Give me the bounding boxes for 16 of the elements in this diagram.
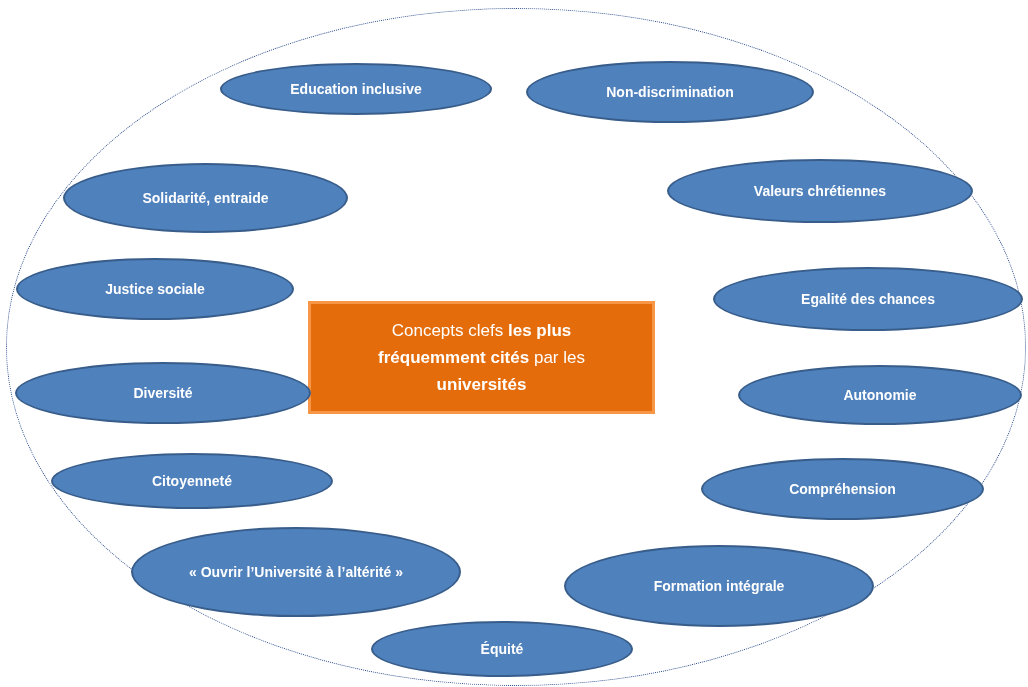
concept-label: Justice sociale: [105, 279, 205, 299]
concept-label: Compréhension: [789, 479, 896, 499]
concept-label: Équité: [480, 639, 524, 659]
concept-label: Autonomie: [843, 385, 917, 405]
concept-label: Valeurs chrétiennes: [753, 181, 887, 201]
concept-label: Egalité des chances: [801, 289, 935, 309]
concept-label: Non-discrimination: [606, 82, 734, 102]
center-title: Concepts clefs les plus fréquemment cités par les universités: [377, 319, 586, 397]
concept-ellipse: [738, 365, 1022, 425]
concept-label: Formation intégrale: [653, 576, 785, 596]
concept-label: Diversité: [133, 383, 193, 403]
concept-label: Solidarité, entraide: [142, 188, 269, 208]
concept-label: « Ouvrir l’Université à l’altérité »: [189, 562, 403, 582]
concept-label: Citoyenneté: [151, 471, 233, 491]
center-box: [308, 301, 655, 414]
concept-label: Education inclusive: [290, 79, 422, 99]
